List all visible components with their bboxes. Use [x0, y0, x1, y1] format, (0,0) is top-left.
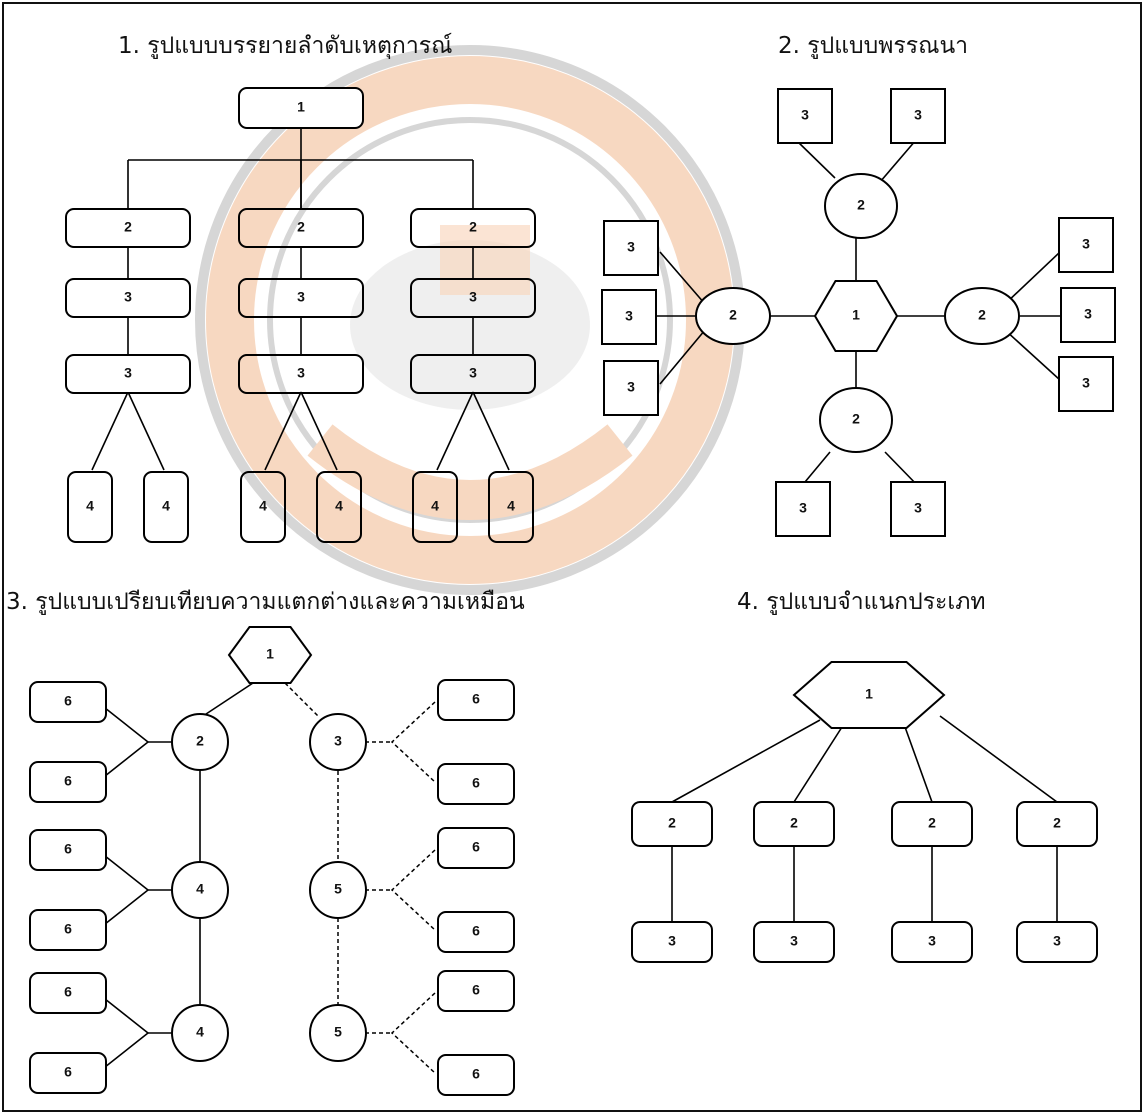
d1-leaf-branch-line	[92, 392, 128, 470]
d4-level3-box-label: 3	[790, 933, 798, 949]
d3-right-fork-line	[392, 850, 435, 930]
d4-level3-box-label: 3	[668, 933, 676, 949]
d4-level3-box-label: 3	[928, 933, 936, 949]
d3-left-leaf-box-label: 6	[64, 773, 72, 789]
d4-level2-box-label: 2	[1053, 815, 1061, 831]
d1-leaf-branch-line	[265, 392, 301, 470]
d4-level2-box-label: 2	[668, 815, 676, 831]
d3-right-leaf-box-label: 6	[472, 691, 480, 707]
d1-top-box-label: 1	[297, 99, 305, 115]
d2-right-ellipse-label: 2	[978, 307, 986, 323]
d3-right-leaf-box-label: 6	[472, 1066, 480, 1082]
d1-level3-box-label: 3	[124, 365, 132, 381]
d2-box-label: 3	[1082, 236, 1090, 252]
d3-right-circle-label: 5	[334, 1024, 342, 1040]
d3-right-fork-line	[392, 702, 435, 782]
d3-top-hexagon-label: 1	[266, 646, 274, 662]
d3-edge	[200, 683, 253, 718]
d3-left-fork-line	[100, 995, 148, 1071]
d2-box-label: 3	[1082, 375, 1090, 391]
d3-left-fork-line	[100, 852, 148, 928]
d3-left-circle-label: 2	[196, 733, 204, 749]
d2-edge	[660, 330, 705, 384]
d3-left-leaf-box-label: 6	[64, 841, 72, 857]
d3-right-circle-label: 3	[334, 733, 342, 749]
d3-right-fork-line	[392, 993, 435, 1073]
d1-level3-box-label: 3	[124, 289, 132, 305]
d3-left-circle-label: 4	[196, 881, 204, 897]
d1-level2-box-label: 2	[469, 219, 477, 235]
d2-box-label: 3	[627, 379, 635, 395]
d1-leaf-box-label: 4	[431, 498, 439, 514]
d1-level3-box-label: 3	[469, 365, 477, 381]
d3-left-leaf-box-label: 6	[64, 984, 72, 1000]
d2-box-label: 3	[625, 308, 633, 324]
d1-level3-box-label: 3	[297, 365, 305, 381]
d3-right-leaf-box-label: 6	[472, 775, 480, 791]
d3-dashed-edge	[285, 683, 318, 716]
d2-bottom-ellipse-label: 2	[852, 411, 860, 427]
d2-center-hexagon-label: 1	[852, 307, 860, 323]
d2-edge	[796, 140, 835, 178]
d2-left-ellipse-label: 2	[729, 307, 737, 323]
d3-right-circle-label: 5	[334, 881, 342, 897]
d3-left-leaf-box-label: 6	[64, 1064, 72, 1080]
d3-right-leaf-box-label: 6	[472, 839, 480, 855]
d3-left-fork-line	[100, 704, 148, 780]
d4-edge	[794, 727, 842, 802]
d1-leaf-box-label: 4	[335, 498, 343, 514]
d3-right-leaf-box-label: 6	[472, 982, 480, 998]
d1-level2-box-label: 2	[297, 219, 305, 235]
d1-leaf-box-label: 4	[259, 498, 267, 514]
d1-leaf-box-label: 4	[86, 498, 94, 514]
d4-edge	[905, 727, 932, 802]
d1-leaf-box-label: 4	[162, 498, 170, 514]
d4-edge	[672, 720, 820, 802]
d4-level3-box-label: 3	[1053, 933, 1061, 949]
d2-box-label: 3	[801, 107, 809, 123]
d2-edge	[880, 140, 916, 182]
d2-box-label: 3	[914, 500, 922, 516]
d3-right-leaf-box-label: 6	[472, 923, 480, 939]
d1-level2-box-label: 2	[124, 219, 132, 235]
d4-top-hexagon-label: 1	[865, 686, 873, 702]
d2-edge	[1005, 252, 1060, 304]
d4-edge	[940, 716, 1057, 802]
d1-leaf-branch-line	[437, 392, 473, 470]
d3-left-leaf-box-label: 6	[64, 921, 72, 937]
d1-leaf-branch-line	[301, 392, 337, 470]
d3-left-leaf-box-label: 6	[64, 693, 72, 709]
d4-level2-box-label: 2	[790, 815, 798, 831]
d1-leaf-branch-line	[128, 392, 164, 470]
d2-edge	[1005, 330, 1060, 380]
d2-box-label: 3	[914, 107, 922, 123]
d1-level3-box-label: 3	[297, 289, 305, 305]
d2-box-label: 3	[1084, 306, 1092, 322]
d2-box-label: 3	[799, 500, 807, 516]
d2-top-ellipse-label: 2	[857, 197, 865, 213]
d4-level2-box-label: 2	[928, 815, 936, 831]
d2-box-label: 3	[627, 239, 635, 255]
d1-leaf-box-label: 4	[507, 498, 515, 514]
d3-left-circle-label: 4	[196, 1024, 204, 1040]
d1-level3-box-label: 3	[469, 289, 477, 305]
d2-edge	[660, 252, 705, 304]
d1-leaf-branch-line	[473, 392, 509, 470]
